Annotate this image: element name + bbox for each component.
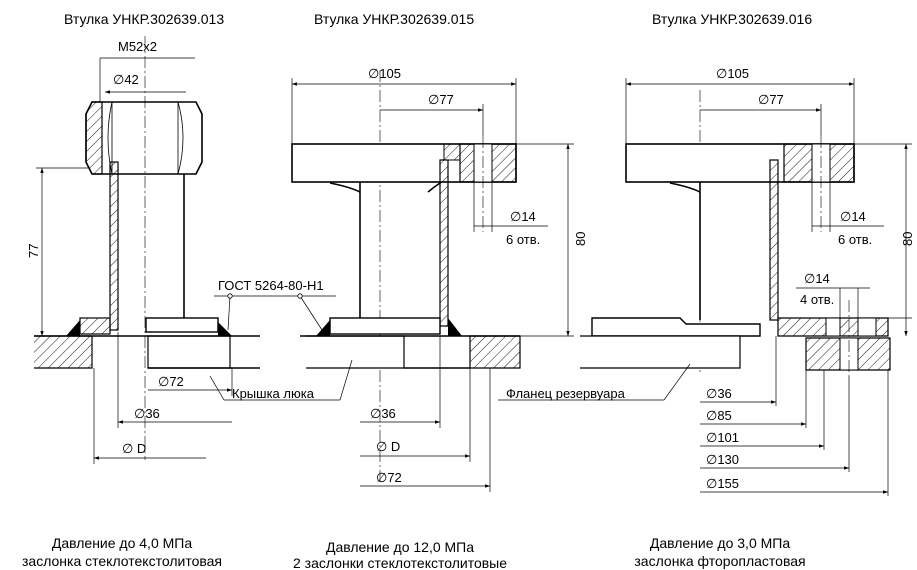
right-d85-label: ∅85	[706, 408, 732, 423]
right-h80-label: 80	[900, 232, 915, 246]
tank-flange-label: Фланец резервуара	[506, 386, 626, 401]
left-nut-section	[85, 101, 103, 175]
right-d77-label: ∅77	[758, 92, 784, 107]
left-d72-label: ∅72	[158, 374, 184, 389]
tank-flange-callout: Фланец резервуара	[498, 363, 691, 401]
right-holes2-n-label: 4 отв.	[800, 292, 834, 307]
title-left: Втулка УНКР.302639.013	[64, 11, 224, 27]
left-d36-label: ∅36	[134, 406, 160, 421]
caption-right-line1: Давление до 3,0 МПа	[650, 535, 790, 551]
right-d36-label: ∅36	[706, 386, 732, 401]
left-thread-label: M52x2	[118, 39, 157, 54]
caption-left-line1: Давление до 4,0 МПа	[52, 535, 192, 551]
middle-tube-wall	[439, 159, 449, 327]
middle-d77-label: ∅77	[428, 92, 454, 107]
right-holes2-d-label: ∅14	[804, 271, 830, 286]
hatch-cover-label: Крышка люка	[232, 386, 315, 401]
left-dD-label: ∅ D	[122, 441, 146, 456]
right-tube-wall	[769, 159, 779, 321]
left-d42-label: ∅42	[113, 72, 139, 87]
middle-dD-label: ∅ D	[376, 439, 400, 454]
middle-holes-d-label: ∅14	[510, 209, 536, 224]
middle-d105-label: ∅105	[368, 66, 401, 81]
right-holes-d-label: ∅14	[840, 209, 866, 224]
weld-callout-label: ГОСТ 5264-80-Н1	[218, 278, 324, 293]
right-d130-label: ∅130	[706, 452, 739, 467]
right-d155-label: ∅155	[706, 476, 739, 491]
right-d101-label: ∅101	[706, 430, 739, 445]
middle-view: ∅105 ∅77 ∅14 6 отв. 80 ∅36 ∅ D ∅72	[291, 66, 588, 492]
left-tube-wall	[109, 161, 119, 331]
title-right: Втулка УНКР.302639.016	[652, 11, 812, 27]
left-hex-nut	[85, 101, 203, 175]
left-h77-label: 77	[26, 244, 41, 258]
caption-middle-line2: 2 заслонки стеклотекстолитовые	[293, 555, 507, 570]
middle-d72-label: ∅72	[376, 470, 402, 485]
caption-left-line2: заслонка стеклотекстолитовая	[22, 553, 222, 569]
left-view: M52x2 ∅42 77 ∅72 ∅36 ∅ D	[26, 36, 260, 464]
weld-callout: ГОСТ 5264-80-Н1	[214, 278, 336, 331]
middle-h80-label: 80	[573, 232, 588, 246]
caption-right-line2: заслонка фторопластовая	[634, 553, 805, 569]
right-d105-label: ∅105	[716, 66, 749, 81]
middle-holes-n-label: 6 отв.	[506, 232, 540, 247]
caption-middle-line1: Давление до 12,0 МПа	[326, 539, 474, 555]
middle-d36-label: ∅36	[370, 406, 396, 421]
title-middle: Втулка УНКР.302639.015	[314, 11, 474, 27]
right-holes-n-label: 6 отв.	[838, 232, 872, 247]
hatch-cover-callout: Крышка люка	[209, 359, 353, 401]
right-view: ∅105 ∅77 ∅14 6 отв. 80 ∅14 4 отв. ∅36 ∅8…	[580, 66, 915, 496]
